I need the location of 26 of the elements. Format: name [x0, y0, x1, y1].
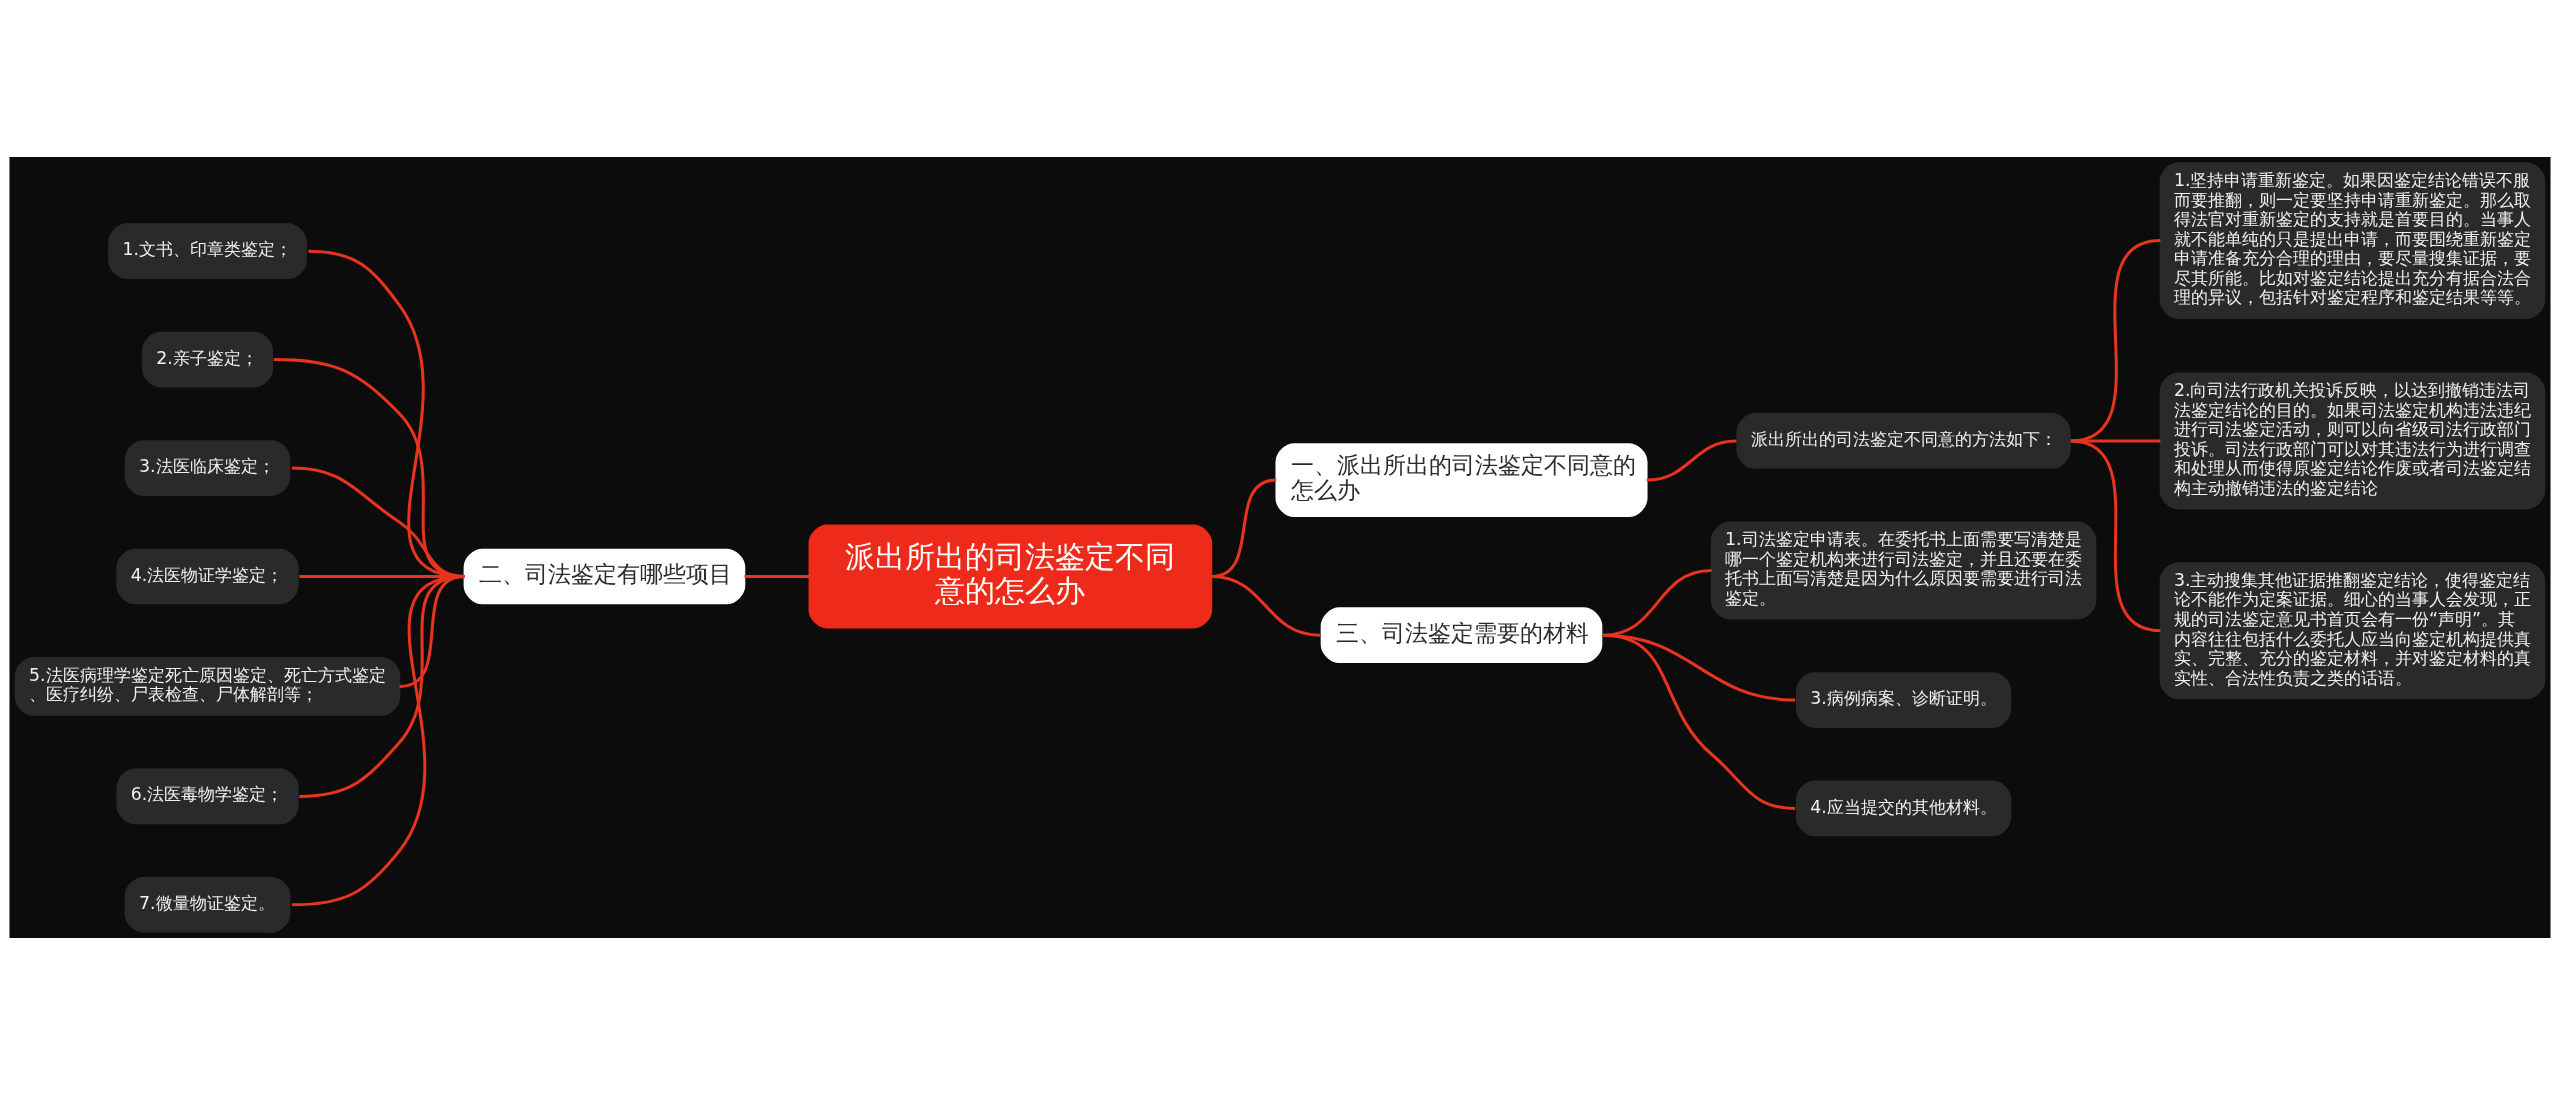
node-box: 4.法医物证学鉴定；: [116, 548, 299, 605]
node-box: 3.主动搜集其他证据推翻鉴定结论，使得鉴定结论不能作为定案证据。细心的当事人会发现，正规的司法鉴定意见书首页会有一份“声明”。其内容往往包括什么委托人应当向鉴定机构提供真实、完整、充分的鉴定材料，并对鉴定材料的真实性、合法性负责之类的话语。: [2159, 562, 2546, 700]
connector: [2070, 239, 2161, 443]
node-box: 1.司法鉴定申请表。在委托书上面需要写清楚是哪一个鉴定机构来进行司法鉴定，并且还要在委托书上面写清楚是因为什么原因要需要进行司法鉴定。: [1710, 521, 2097, 620]
node-box: 7.微量物证鉴定。: [124, 877, 291, 933]
node-box: 派出所出的司法鉴定不同意的方法如下：: [1736, 413, 2071, 469]
connector: [2070, 439, 2161, 443]
node-box: 派出所出的司法鉴定不同意的怎么办: [808, 524, 1213, 629]
node-box: 6.法医毒物学鉴定；: [116, 768, 299, 825]
node-box: 2.向司法行政机关投诉反映，以达到撤销违法司法鉴定结论的目的。如果司法鉴定机构违法违纪进行司法鉴定活动，则可以向省级司法行政部门投诉。司法行政部门可以对其违法行为进行调查和处理从而使得原鉴定结论作废或者司法鉴定结构主动撤销违法的鉴定结论: [2159, 372, 2546, 510]
connector: [291, 575, 465, 907]
node-box: 一、派出所出的司法鉴定不同意的怎么办: [1275, 443, 1648, 517]
node-box: 1.坚持申请重新鉴定。如果因鉴定结论错误不服而要推翻，则一定要坚持申请重新鉴定。那么取得法官对重新鉴定的支持就是首要目的。当事人就不能单纯的只是提出申请，而要围绕重新鉴定申请准备充分合理的理由，要尽量搜集证据，要尽其所能。比如对鉴定结论提出充分有据合法合理的异议，包括针对鉴定程序和鉴定结果等等。: [2159, 162, 2546, 319]
node-box: 1.文书、印章类鉴定；: [108, 223, 307, 279]
node-box: 4.应当提交的其他材料。: [1795, 780, 2012, 837]
node-box: 3.病例病案、诊断证明。: [1795, 672, 2012, 728]
node-box: 3.法医临床鉴定；: [124, 440, 291, 496]
node-box: 2.亲子鉴定；: [142, 331, 274, 388]
connector: [1602, 633, 1796, 810]
node-box: 5.法医病理学鉴定死亡原因鉴定、死亡方式鉴定、医疗纠纷、尸表检查、尸体解剖等；: [14, 657, 401, 716]
connector: [2070, 439, 2161, 633]
connector: [1646, 439, 1737, 482]
node-box: 二、司法鉴定有哪些项目: [463, 548, 746, 605]
connector: [744, 575, 810, 578]
node-box: 三、司法鉴定需要的材料: [1320, 607, 1603, 664]
connector: [1211, 575, 1321, 637]
